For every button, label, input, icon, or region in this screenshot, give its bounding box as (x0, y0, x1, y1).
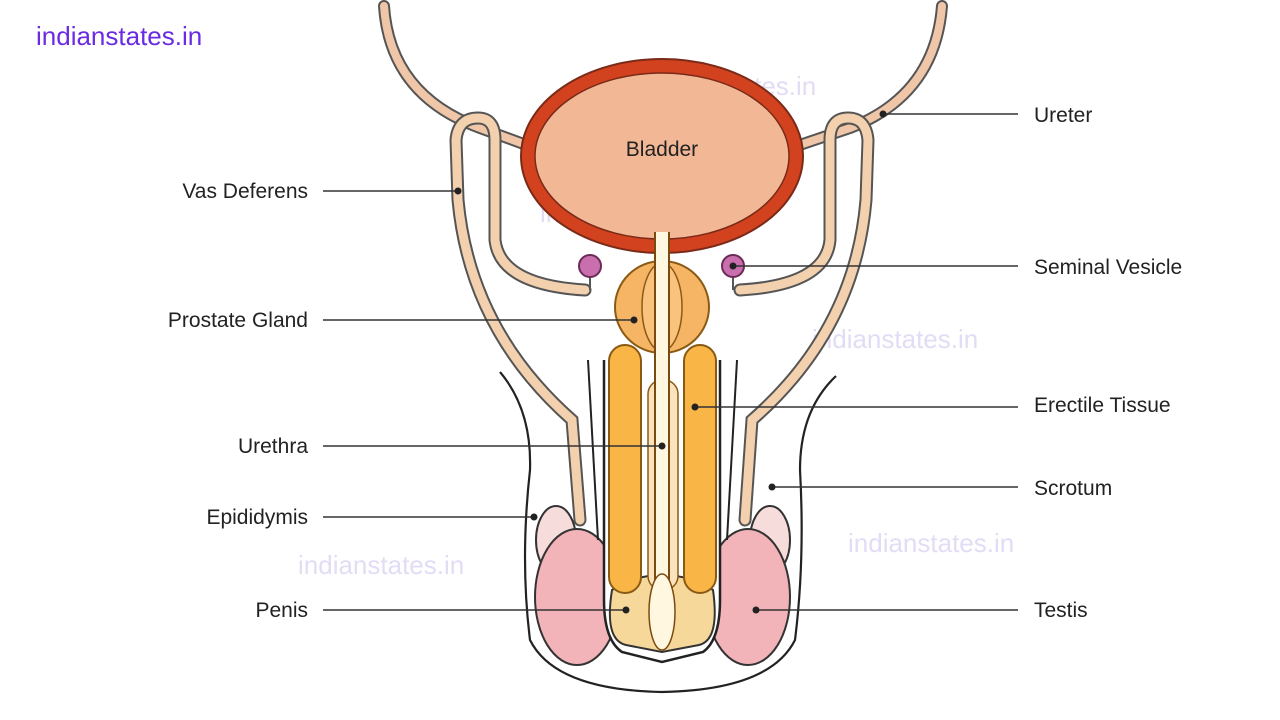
svg-text:Prostate Gland: Prostate Gland (168, 309, 308, 332)
testis-left (534, 505, 620, 666)
site-logo[interactable]: indianstates.in (36, 21, 202, 51)
svg-text:Scrotum: Scrotum (1034, 477, 1112, 500)
watermark: indianstates.in (812, 324, 978, 354)
label-penis: Penis (255, 599, 630, 622)
svg-text:Testis: Testis (1034, 599, 1088, 622)
vas-deferens-right (733, 111, 875, 527)
label-prostate-gland: Prostate Gland (168, 309, 638, 332)
label-vas-deferens: Vas Deferens (182, 180, 462, 203)
vas-deferens-left (449, 111, 592, 527)
scrotum (499, 371, 837, 694)
urethra (648, 232, 676, 651)
label-urethra: Urethra (238, 435, 666, 458)
label-erectile-tissue: Erectile Tissue (691, 394, 1171, 417)
label-epididymis: Epididymis (206, 506, 538, 529)
svg-text:Erectile Tissue: Erectile Tissue (1034, 394, 1171, 417)
label-ureter: Ureter (879, 104, 1092, 127)
label-testis: Testis (752, 599, 1088, 622)
bladder-label: Bladder (626, 138, 698, 161)
label-seminal-vesicle: Seminal Vesicle (729, 256, 1182, 279)
svg-text:Urethra: Urethra (238, 435, 308, 458)
bladder: Bladder (520, 58, 804, 254)
svg-text:Vas Deferens: Vas Deferens (182, 180, 308, 203)
svg-text:Seminal Vesicle: Seminal Vesicle (1034, 256, 1182, 279)
svg-text:Penis: Penis (255, 599, 308, 622)
watermark: indianstates.in (298, 550, 464, 580)
seminal-vesicle-left (578, 254, 602, 290)
testis-right (705, 505, 791, 666)
label-scrotum: Scrotum (768, 477, 1112, 500)
svg-text:Ureter: Ureter (1034, 104, 1092, 127)
watermark: indianstates.in (848, 528, 1014, 558)
svg-text:Epididymis: Epididymis (206, 506, 308, 529)
